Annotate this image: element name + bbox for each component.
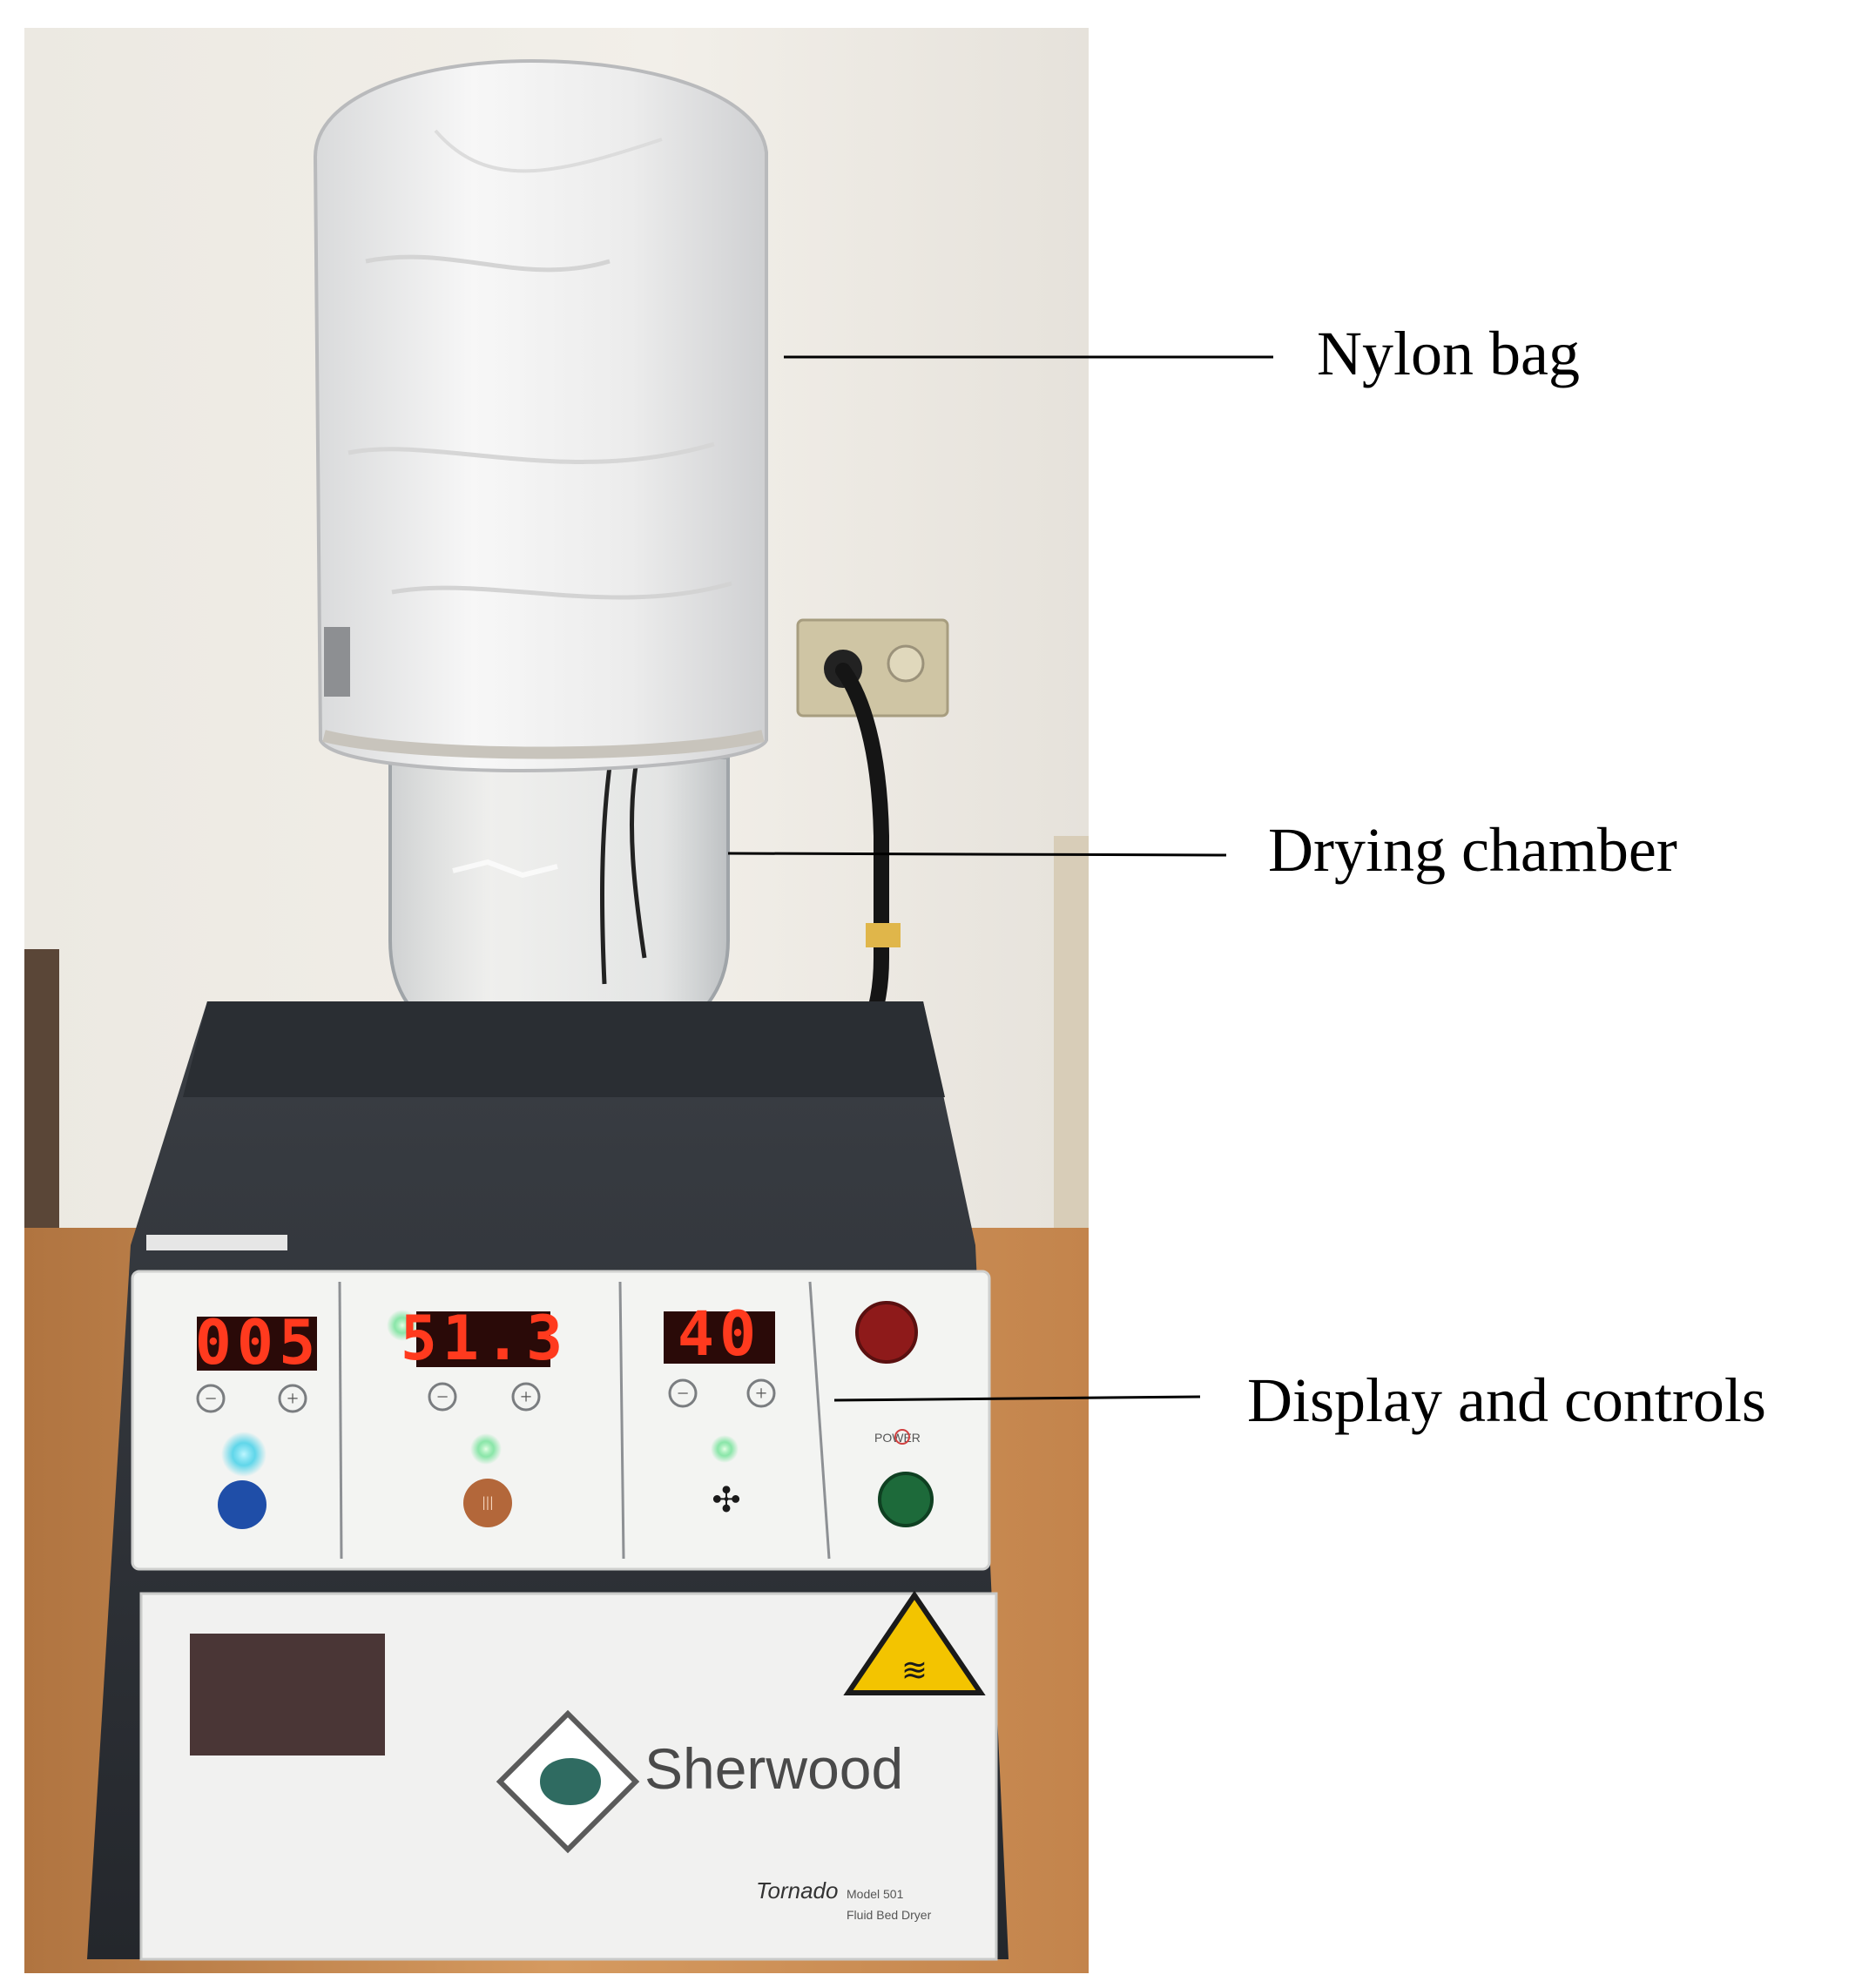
display-time-value: 005 [195,1307,320,1378]
fan-minus-button[interactable] [668,1378,698,1408]
callout-label-nylon-bag: Nylon bag [1317,319,1580,388]
brand-name: Sherwood [644,1736,903,1801]
control-panel: 005 − + 51.3 − + ǀǀǀ 40 − + [131,1270,991,1571]
model-subtitle: Fluid Bed Dryer [847,1908,932,1922]
nylon-bag [313,58,768,773]
cord-plug [866,923,901,947]
heater-button[interactable] [463,1479,512,1527]
leader-line [727,852,1227,857]
hot-surface-warning-icon [843,1590,986,1695]
temp-plus-button[interactable] [511,1382,541,1412]
blue-button[interactable] [218,1480,266,1529]
sherwood-logo [496,1709,640,1854]
callout-drying-chamber: Drying chamber [727,815,1677,885]
plus-icon: + [755,1383,767,1405]
base-top [183,1001,945,1097]
minus-icon: − [677,1383,689,1405]
green-indicator-light [387,1310,418,1341]
label-plate [190,1634,385,1756]
heat-icon: ǀǀǀ [482,1493,493,1514]
power-indicator-light [894,1429,910,1445]
leader-line [833,1395,1201,1402]
model-number: Model 501 [847,1887,904,1901]
callout-label-drying-chamber: Drying chamber [1268,815,1677,885]
fan-indicator-light [711,1435,739,1463]
start-button[interactable] [878,1472,934,1527]
display-temperature [416,1311,550,1367]
display-fan [664,1311,775,1364]
time-plus-button[interactable] [278,1384,307,1413]
minus-icon: − [436,1386,449,1409]
glass-chamber [388,756,730,1029]
display-fan-value: 40 [678,1298,761,1370]
fan-plus-button[interactable] [746,1378,776,1408]
front-panel: ≋ Sherwood Tornado Model 501 Fluid Bed D… [139,1590,998,1961]
display-time [197,1317,317,1371]
callout-label-display-controls: Display and controls [1247,1365,1766,1435]
callout-nylon-bag: Nylon bag [784,319,1580,388]
blue-indicator-light [221,1432,266,1477]
stop-button[interactable] [855,1301,918,1364]
wall-outlet [796,618,949,718]
model-name: Tornado [756,1877,838,1904]
sticker [146,1235,287,1250]
plus-icon: + [520,1386,532,1409]
heat-waves-icon: ≋ [901,1653,928,1688]
display-temperature-value: 51.3 [401,1303,569,1374]
temp-minus-button[interactable] [428,1382,457,1412]
callout-display-controls: Display and controls [833,1365,1766,1435]
time-minus-button[interactable] [196,1384,226,1413]
right-box [1054,836,1089,1245]
fan-icon: ✣ [712,1480,741,1520]
heater-indicator-light [470,1433,502,1465]
photo: 005 − + 51.3 − + ǀǀǀ 40 − + [24,28,1089,1973]
minus-icon: − [205,1388,217,1411]
plus-icon: + [287,1388,299,1411]
